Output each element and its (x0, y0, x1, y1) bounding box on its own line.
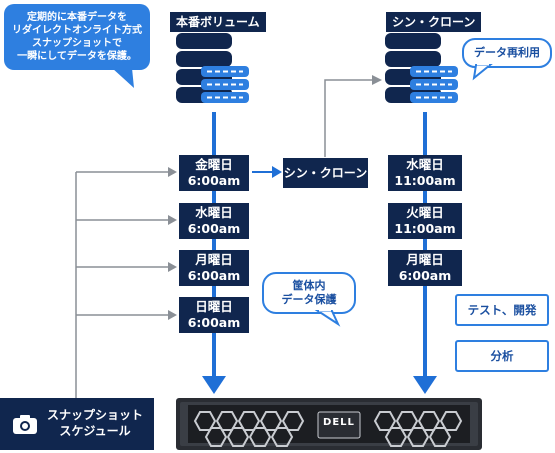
analytics-box: 分析 (455, 340, 549, 372)
chassis-callout-line-1: 筐体内 (292, 279, 326, 292)
callout-line-3: スナップショットで (32, 38, 122, 49)
thin-clone-header: シン・クローン (386, 12, 482, 32)
schedule-head-3 (168, 262, 177, 272)
schedule-line-2: スケジュール (59, 424, 131, 438)
snapshot-right-3-time: 6:00am (398, 268, 452, 283)
snapshot-right-3-day: 月曜日 (406, 252, 444, 267)
snapshot-left-2-time: 6:00am (187, 221, 241, 236)
snapshot-left-4-time: 6:00am (187, 315, 241, 330)
snapshot-left-2-day: 水曜日 (195, 205, 233, 220)
clone-arrow-head (272, 166, 282, 178)
snapshot-right-1: 水曜日 11:00am (388, 155, 462, 191)
production-volume-header: 本番ボリューム (170, 12, 266, 32)
snapshot-right-2-day: 火曜日 (406, 205, 444, 220)
snapshot-right-1-day: 水曜日 (406, 157, 444, 172)
left-flow-arrowhead (202, 376, 226, 394)
protection-callout: 定期的に本番データを リダイレクトオンライト方式 スナップショットで 一瞬にして… (4, 4, 150, 70)
snapshot-right-3: 月曜日 6:00am (388, 250, 462, 286)
schedule-head-2 (168, 215, 177, 225)
snapshot-left-3: 月曜日 6:00am (179, 250, 249, 286)
snapshot-right-1-time: 11:00am (394, 173, 456, 188)
callout-line-4: 一瞬にしてデータを保護。 (17, 51, 137, 62)
snapshot-left-3-day: 月曜日 (195, 252, 233, 267)
callout-line-2: リダイレクトオンライト方式 (12, 25, 142, 36)
schedule-line-1: スナップショット (46, 408, 143, 422)
snapshot-right-2: 火曜日 11:00am (388, 203, 462, 239)
snapshot-left-4: 日曜日 6:00am (179, 297, 249, 333)
appliance-logo: DELL (323, 417, 355, 428)
snapshot-left-1-day: 金曜日 (195, 157, 233, 172)
schedule-head-1 (168, 167, 177, 177)
data-reuse-callout: データ再利用 (462, 38, 552, 68)
right-flow-arrowhead (413, 376, 437, 394)
snapshot-left-3-time: 6:00am (187, 268, 241, 283)
clone-to-server-head (372, 75, 382, 85)
data-reuse-label: データ再利用 (474, 46, 540, 59)
thin-clone-box: シン・クローン (283, 158, 368, 188)
snapshot-left-2: 水曜日 6:00am (179, 203, 249, 239)
schedule-head-4 (168, 310, 177, 320)
camera-icon (13, 415, 37, 434)
snapshot-schedule-box: スナップショット スケジュール (0, 398, 154, 450)
callout-line-1: 定期的に本番データを (27, 12, 127, 23)
snapshot-left-1-time: 6:00am (187, 173, 241, 188)
snapshot-right-2-time: 11:00am (394, 221, 456, 236)
chassis-callout-line-2: データ保護 (281, 293, 337, 306)
test-dev-box: テスト、開発 (455, 294, 549, 326)
clone-to-server-line (324, 79, 374, 157)
chassis-protection-callout: 筐体内 データ保護 (262, 272, 356, 314)
snapshot-left-4-day: 日曜日 (195, 299, 233, 314)
snapshot-left-1: 金曜日 6:00am (179, 155, 249, 191)
